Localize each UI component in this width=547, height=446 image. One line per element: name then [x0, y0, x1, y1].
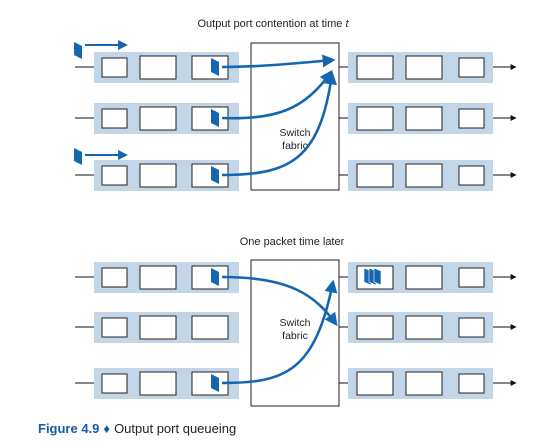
output-port-2-bottom: [339, 312, 517, 343]
output-port-3-top: [339, 160, 517, 191]
queued-packets: [363, 267, 382, 286]
buffer-slot: [458, 57, 485, 78]
packet: [211, 166, 219, 184]
packet: [211, 58, 219, 76]
top-panel-title: Output port contention at time t: [197, 18, 349, 30]
figure-number: Figure 4.9: [38, 421, 100, 436]
buffer-slot: [139, 265, 177, 290]
buffer-slot: [101, 57, 128, 78]
buffer-slot: [458, 267, 485, 288]
fabric-label-line2-top: fabric: [282, 140, 308, 152]
output-port-1-bottom: [339, 262, 517, 293]
input-port-1-bottom: [75, 262, 239, 293]
buffer-slot: [458, 108, 485, 129]
packet: [211, 109, 219, 127]
forwarding-paths-bottom: [221, 275, 338, 385]
fabric-label-line1-top: Switch: [280, 127, 311, 139]
buffer-slot: [405, 265, 443, 290]
input-port-1-top: [75, 52, 239, 83]
buffer-slot: [101, 317, 128, 338]
buffer-slot: [139, 163, 177, 188]
input-port-3-bottom: [75, 368, 239, 399]
arriving-packet-3-top: [74, 148, 128, 165]
output-port-2-top: [339, 103, 517, 134]
buffer-slot: [101, 373, 128, 394]
buffer-slot: [139, 55, 177, 80]
buffer-slot: [405, 163, 443, 188]
switch-fabric-bottom: [250, 259, 340, 407]
arriving-packet-1-top: [74, 40, 128, 59]
buffer-slot: [101, 267, 128, 288]
buffer-slot: [356, 55, 394, 80]
buffer-slot: [405, 106, 443, 131]
input-port-2-bottom: [75, 312, 239, 343]
caption-text: Output port queueing: [114, 421, 237, 436]
buffer-slot: [101, 165, 128, 186]
buffer-slot: [356, 106, 394, 131]
fabric-label-line2-bottom: fabric: [282, 330, 308, 342]
buffer-slot: [458, 317, 485, 338]
packet: [211, 374, 219, 392]
input-port-3-top: [75, 160, 239, 191]
path-in2-out1: [221, 69, 333, 120]
buffer-slot: [101, 108, 128, 129]
output-port-3-bottom: [339, 368, 517, 399]
buffer-slot: [191, 315, 229, 340]
packet: [211, 268, 219, 286]
figure-caption: Figure 4.9♦Output port queueing: [38, 421, 236, 436]
path-in3-out1: [221, 279, 338, 385]
input-port-2-top: [75, 103, 239, 134]
caption-separator: ♦: [103, 421, 111, 436]
buffer-slot: [458, 373, 485, 394]
output-port-1-top: [339, 52, 517, 83]
bottom-panel-title: One packet time later: [240, 236, 345, 248]
path-in3-out1: [221, 71, 337, 177]
buffer-slot: [356, 315, 394, 340]
buffer-slot: [139, 315, 177, 340]
buffer-slot: [356, 371, 394, 396]
fabric-label-line1-bottom: Switch: [280, 317, 311, 329]
buffer-slot: [405, 315, 443, 340]
buffer-slot: [356, 163, 394, 188]
path-in1-out1: [221, 54, 336, 69]
buffer-slot: [139, 106, 177, 131]
buffer-slot: [458, 165, 485, 186]
buffer-slot: [405, 55, 443, 80]
path-in1-out2: [221, 275, 338, 327]
contention-paths-top: [221, 54, 337, 177]
buffer-slot: [139, 371, 177, 396]
buffer-slot: [405, 371, 443, 396]
